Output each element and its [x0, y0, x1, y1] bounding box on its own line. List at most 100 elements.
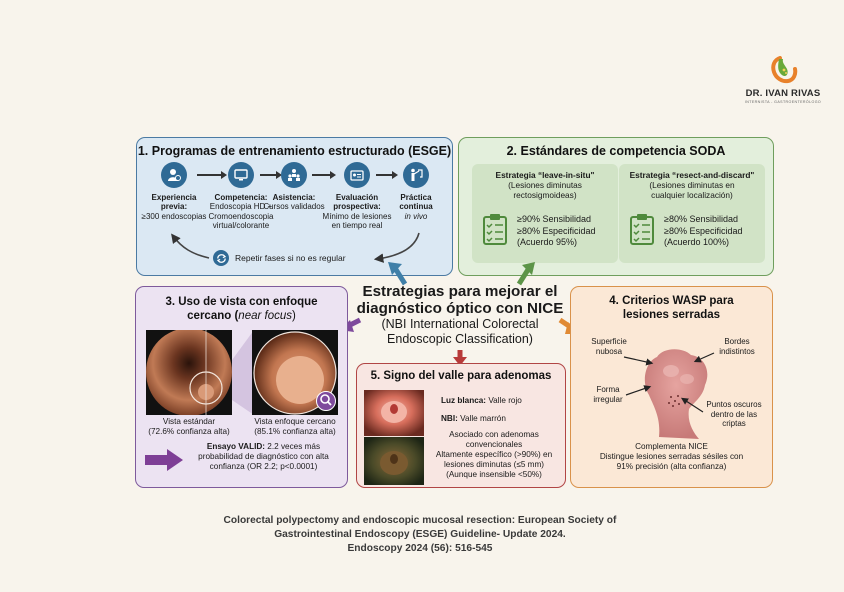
white-light-image [364, 390, 424, 436]
step-label: Evaluación prospectiva: [333, 193, 381, 212]
step-label: Práctica continua [399, 193, 433, 212]
step-attendance: Asistencia: Cursos validados [263, 162, 325, 212]
panel-title: 5. Signo del valle para adenomas [370, 370, 552, 382]
step-text: Mínimo de lesiones en tiempo real [322, 211, 392, 231]
agreement-value: (Acuerdo 95%) [517, 237, 578, 247]
caption-title: Vista enfoque cercano [254, 417, 336, 426]
note-label: NBI: [441, 414, 458, 423]
panel-title: 4. Criterios WASP para lesiones serradas [571, 295, 772, 322]
trial-text: probabilidad de diagnóstico con alta [198, 452, 329, 461]
arrow-right-icon [197, 171, 227, 179]
step-text: in vivo [404, 211, 428, 221]
monitor-icon [228, 162, 254, 188]
detail-line: lesiones diminutas (≤5 mm) [443, 460, 545, 469]
white-light-note: Luz blanca: Valle rojo [441, 396, 522, 406]
detail-line: convencionales [465, 440, 523, 449]
strategy-desc: (Lesiones diminutas en [649, 180, 735, 190]
title-part: cercano ( [187, 309, 239, 322]
label-line: dentro de las [710, 409, 758, 419]
arrow-right-icon [376, 171, 398, 179]
caption-value: (72.6% confianza alta) [148, 427, 230, 436]
citation: Colorectal polypectomy and endoscopic mu… [150, 514, 690, 556]
note-text: Valle rojo [488, 396, 522, 405]
near-focus-image [252, 330, 338, 415]
central-subtitle-line: Endoscopic Classification) [387, 332, 533, 346]
strategy-desc: (Lesiones diminutas [508, 180, 582, 190]
panel-title-line: lesiones serradas [622, 308, 721, 321]
step-label: Experiencia previa: [151, 193, 197, 212]
wasp-criteria-panel: 4. Criterios WASP para lesiones serradas… [570, 286, 773, 488]
label-line: Superficie [591, 337, 627, 346]
step-practice: Práctica continua in vivo [387, 162, 445, 221]
standard-view-caption: Vista estándar (72.6% confianza alta) [140, 417, 238, 437]
caption-value: (85.1% confianza alta) [254, 427, 336, 436]
logo-subtitle: INTERNISTA - GASTROENTERÓLOGO [744, 100, 822, 104]
refresh-icon [213, 250, 229, 266]
id-card-icon [344, 162, 370, 188]
logo-name: DR. IVAN RIVAS [745, 88, 821, 99]
panel-title: 3. Uso de vista con enfoque cercano (nea… [136, 296, 347, 323]
panel-title: 1. Programas de entrenamiento estructura… [137, 144, 452, 158]
central-subtitle-line: (NBI International Colorectal [381, 317, 539, 331]
repeat-phases-note: Repetir fases si no es regular [213, 250, 346, 266]
arrow-right-icon [312, 171, 336, 179]
strategy-desc: rectosigmoideas) [513, 190, 577, 200]
title-italic-part: near focus [238, 309, 292, 322]
citation-line: Colorectal polypectomy and endoscopic mu… [223, 515, 617, 526]
training-programs-panel: 1. Programas de entrenamiento estructura… [136, 137, 453, 276]
strategy-leave-in-situ: Estrategia “leave-in-situ" (Lesiones dim… [472, 164, 618, 263]
step-experience: Experiencia previa: ≥300 endoscopias [139, 162, 209, 221]
strategy-name: Estrategia “resect-and-discard" [629, 170, 755, 180]
near-focus-panel: 3. Uso de vista con enfoque cercano (nea… [135, 286, 348, 488]
presenter-icon [403, 162, 429, 188]
clipboard-checklist-icon [483, 214, 507, 245]
zoom-connector [232, 330, 254, 415]
repeat-text: Repetir fases si no es regular [235, 253, 346, 263]
group-icon [281, 162, 307, 188]
citation-line: Endoscopy 2024 (56): 516-545 [347, 543, 493, 554]
strategy-desc: cualquier localización) [651, 190, 733, 200]
near-view-caption: Vista enfoque cercano (85.1% confianza a… [244, 417, 346, 437]
label-line: Forma [596, 385, 620, 394]
logo: DR. IVAN RIVAS INTERNISTA - GASTROENTERÓ… [738, 56, 828, 112]
detail-line: (Aunque insensible <50%) [446, 470, 542, 479]
strategy-stats: ≥90% Sensibilidad ≥80% Especificidad (Ac… [482, 212, 595, 249]
label-line: Bordes [724, 337, 750, 346]
detail-line: Asociado con adenomas [449, 430, 539, 439]
footer-line: Distingue lesiones serradas sésiles con [599, 452, 744, 461]
standard-view-image [146, 330, 232, 415]
note-text: Valle marrón [460, 414, 506, 423]
detail-line: Altamente específico (>90%) en [435, 450, 553, 459]
label-line: irregular [593, 394, 623, 404]
central-title-line: diagnóstico óptico con NICE [356, 300, 564, 317]
clipboard-checklist-icon [630, 214, 654, 245]
specificity-value: ≥80% Especificidad [517, 225, 596, 236]
label-line: indistintos [719, 346, 755, 356]
serrated-lesion-illustration [623, 349, 715, 439]
right-arrow-icon [145, 449, 183, 471]
label-dots: Puntos oscuros dentro de las criptas [699, 400, 769, 429]
strategy-stats: ≥80% Sensibilidad ≥80% Especificidad (Ac… [629, 212, 742, 249]
panel-title: 2. Estándares de competencia SODA [506, 144, 726, 158]
panel-title-line: 4. Criterios WASP para [609, 295, 734, 307]
panel-title-line: 3. Uso de vista con enfoque [165, 296, 318, 308]
training-steps: Experiencia previa: ≥300 endoscopias Com… [137, 162, 452, 252]
nbi-note: NBI: Valle marrón [441, 414, 506, 424]
label-borders: Bordes indistintos [711, 337, 763, 356]
valley-sign-details: Asociado con adenomas convencionales Alt… [423, 430, 565, 480]
sensitivity-value: ≥80% Sensibilidad [664, 214, 738, 224]
wasp-footer: Complementa NICE Distingue lesiones serr… [571, 442, 772, 472]
trial-text: confianza (OR 2.2; p<0.0001) [209, 462, 318, 471]
note-label: Luz blanca: [441, 396, 487, 405]
arrow-right-icon [260, 171, 282, 179]
strategy-name: Estrategia “leave-in-situ" [495, 170, 595, 180]
sensitivity-value: ≥90% Sensibilidad [517, 214, 591, 224]
citation-line: Gastrointestinal Endoscopy (ESGE) Guidel… [274, 529, 566, 540]
central-title: Estrategias para mejorar el diagnóstico … [352, 283, 568, 347]
step-text: ≥300 endoscopias [141, 211, 207, 221]
central-title-line: Estrategias para mejorar el [362, 283, 558, 300]
label-shape: Forma irregular [587, 385, 629, 404]
specificity-value: ≥80% Especificidad [664, 225, 743, 236]
label-surface: Superficie nubosa [585, 337, 633, 356]
step-text: Cursos validados [263, 202, 325, 212]
